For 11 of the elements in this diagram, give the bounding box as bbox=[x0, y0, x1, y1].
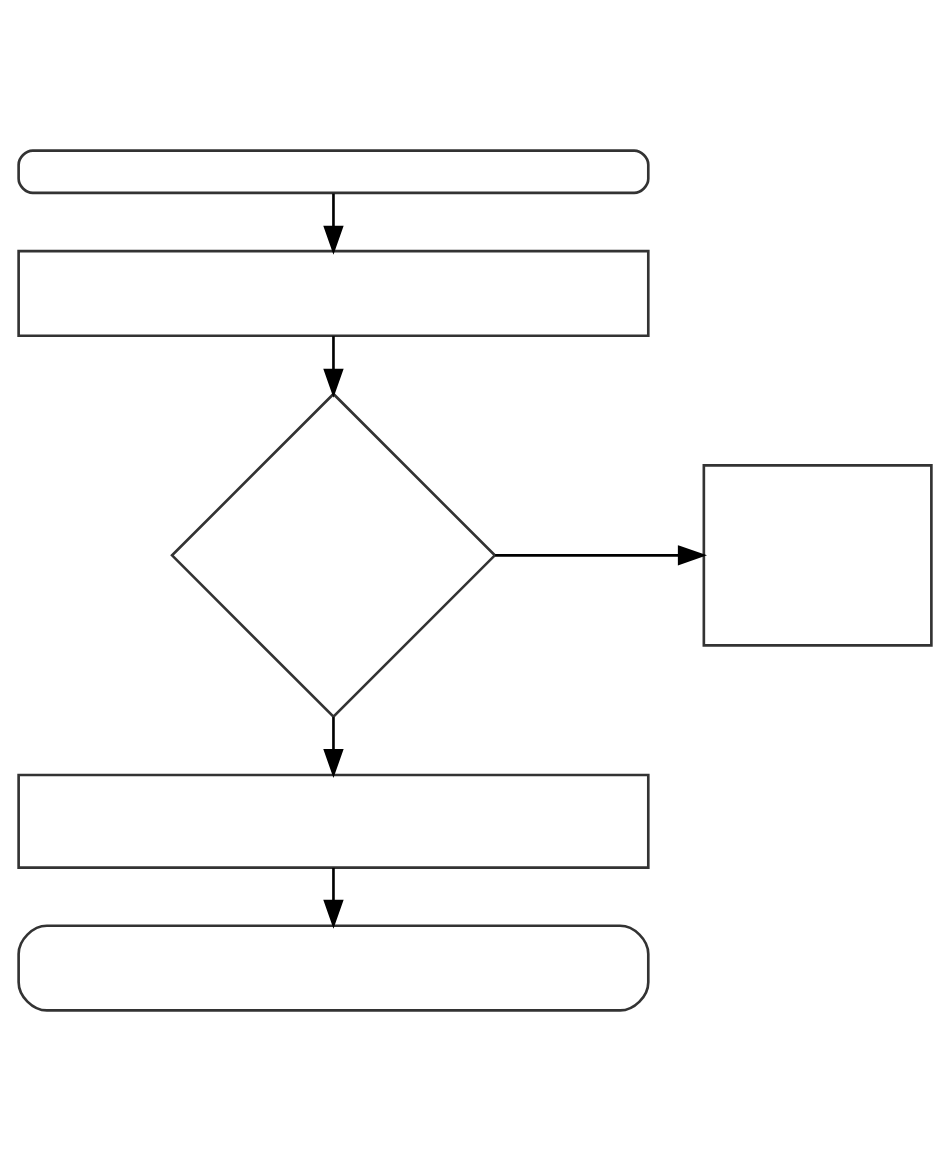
node-capsule bbox=[17, 149, 650, 195]
arrow bbox=[323, 717, 344, 779]
arrow bbox=[323, 193, 344, 255]
node-box bbox=[702, 464, 933, 647]
node-box bbox=[17, 773, 650, 869]
arrow bbox=[323, 336, 344, 398]
node-box bbox=[17, 249, 650, 338]
arrow bbox=[323, 867, 344, 929]
node-diamond bbox=[170, 392, 497, 719]
node-capsule bbox=[17, 924, 650, 1012]
arrow bbox=[495, 545, 707, 566]
